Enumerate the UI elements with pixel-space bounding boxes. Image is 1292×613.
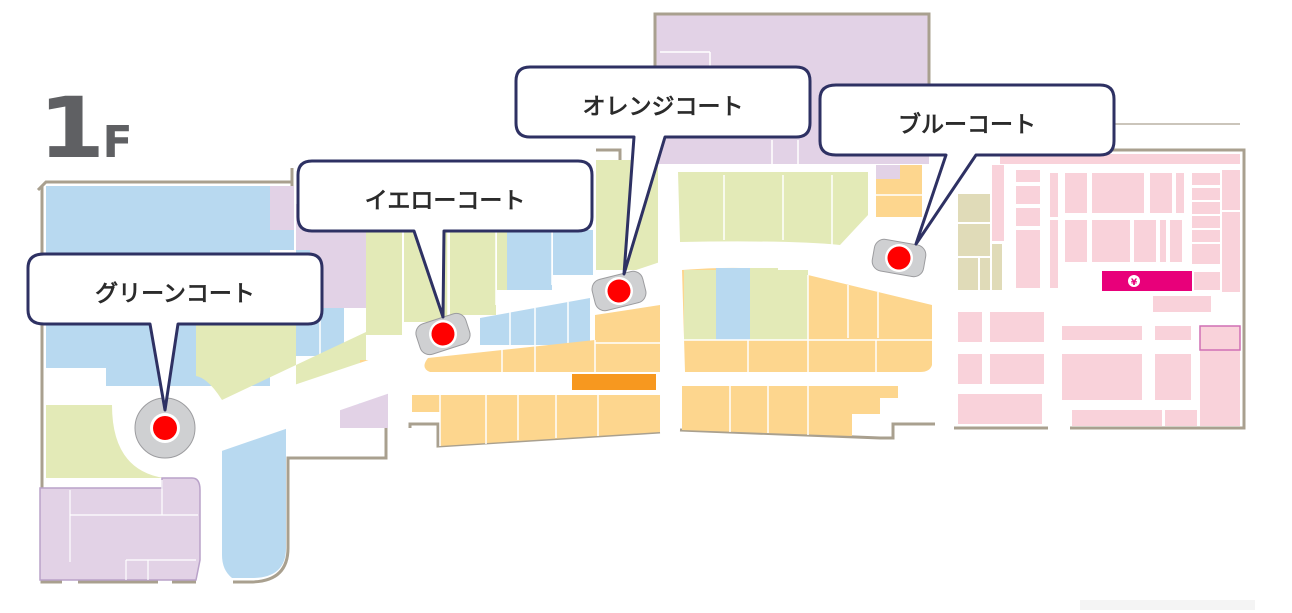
center-stores [678,165,932,436]
atm-corner: ¥ [1102,271,1192,291]
yellow-court-stores [190,160,660,455]
green-court-callout[interactable] [26,252,324,412]
blue-court-callout[interactable] [818,83,1116,246]
yellow-court-callout[interactable] [296,159,594,319]
yellow-court-marker[interactable] [413,311,472,358]
svg-text:¥: ¥ [1131,278,1138,288]
orange-court-marker[interactable] [590,269,648,313]
floor-indicator: 1F [38,86,133,170]
scroll-shadow [1080,600,1255,610]
east-department-store [958,154,1241,426]
floor-unit: F [102,117,133,168]
orange-court-callout[interactable] [514,65,812,276]
yen-icon [1128,275,1140,287]
blue-court-marker[interactable] [871,238,928,279]
floor-number: 1 [38,79,105,177]
